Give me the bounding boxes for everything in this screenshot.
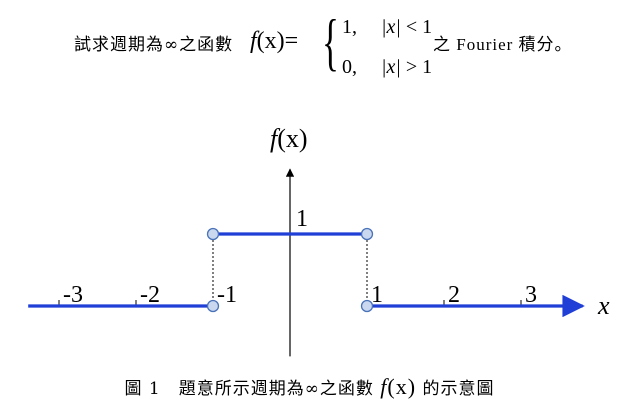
x-tick-label: 3: [525, 282, 537, 308]
problem-statement: 試求週期為∞之函數 f(x)= { 1, |x| < 1 0, |x| > 1 …: [0, 0, 619, 100]
caption-function: f(x): [380, 374, 416, 399]
case-2-condition-rel: > 1: [405, 56, 433, 78]
endpoint-marker: [206, 227, 220, 241]
y-axis-label-arg: (x): [277, 124, 307, 153]
problem-suffix-text: 之 Fourier 積分。: [433, 35, 573, 54]
x-tick-label: 2: [448, 282, 460, 308]
x-tick-label: 1: [371, 282, 383, 308]
y-axis-label-func: f: [270, 124, 281, 153]
cases-brace-icon: {: [322, 6, 339, 77]
problem-prefix-text: 試求週期為∞之函數: [74, 35, 234, 55]
case-1-condition-rel: < 1: [405, 16, 433, 38]
endpoint-marker: [360, 227, 374, 241]
case-2-condition-var: |x|: [381, 56, 401, 78]
x-tick-label: -2: [140, 282, 160, 308]
equals-sign: =: [284, 28, 299, 54]
function-argument: (x): [256, 28, 285, 54]
caption-function-argument: (x): [387, 374, 417, 399]
function-name: f: [250, 28, 257, 54]
case-2-value: 0,: [342, 56, 357, 78]
case-1-condition-var: |x|: [381, 16, 401, 38]
case-row-2: 0, |x| > 1: [342, 56, 432, 79]
caption-suffix: 的示意圖: [422, 379, 495, 399]
x-tick-label: -1: [217, 282, 237, 308]
case-row-1: 1, |x| < 1: [342, 16, 432, 39]
caption-function-name: f: [380, 374, 388, 399]
figure-caption: 圖 1 題意所示週期為∞之函數 f(x) 的示意圖: [0, 374, 619, 400]
caption-prefix: 圖 1 題意所示週期為∞之函數: [124, 379, 374, 399]
case-1-value: 1,: [342, 16, 357, 38]
y-axis-label: f(x): [270, 124, 308, 153]
x-axis-label: x: [597, 291, 610, 320]
x-tick-label: -3: [63, 282, 83, 308]
endpoint-marker: [360, 299, 374, 313]
y-tick-label: 1: [296, 206, 308, 232]
function-definition-lhs: f(x)=: [250, 28, 298, 55]
endpoint-marker: [206, 299, 220, 313]
